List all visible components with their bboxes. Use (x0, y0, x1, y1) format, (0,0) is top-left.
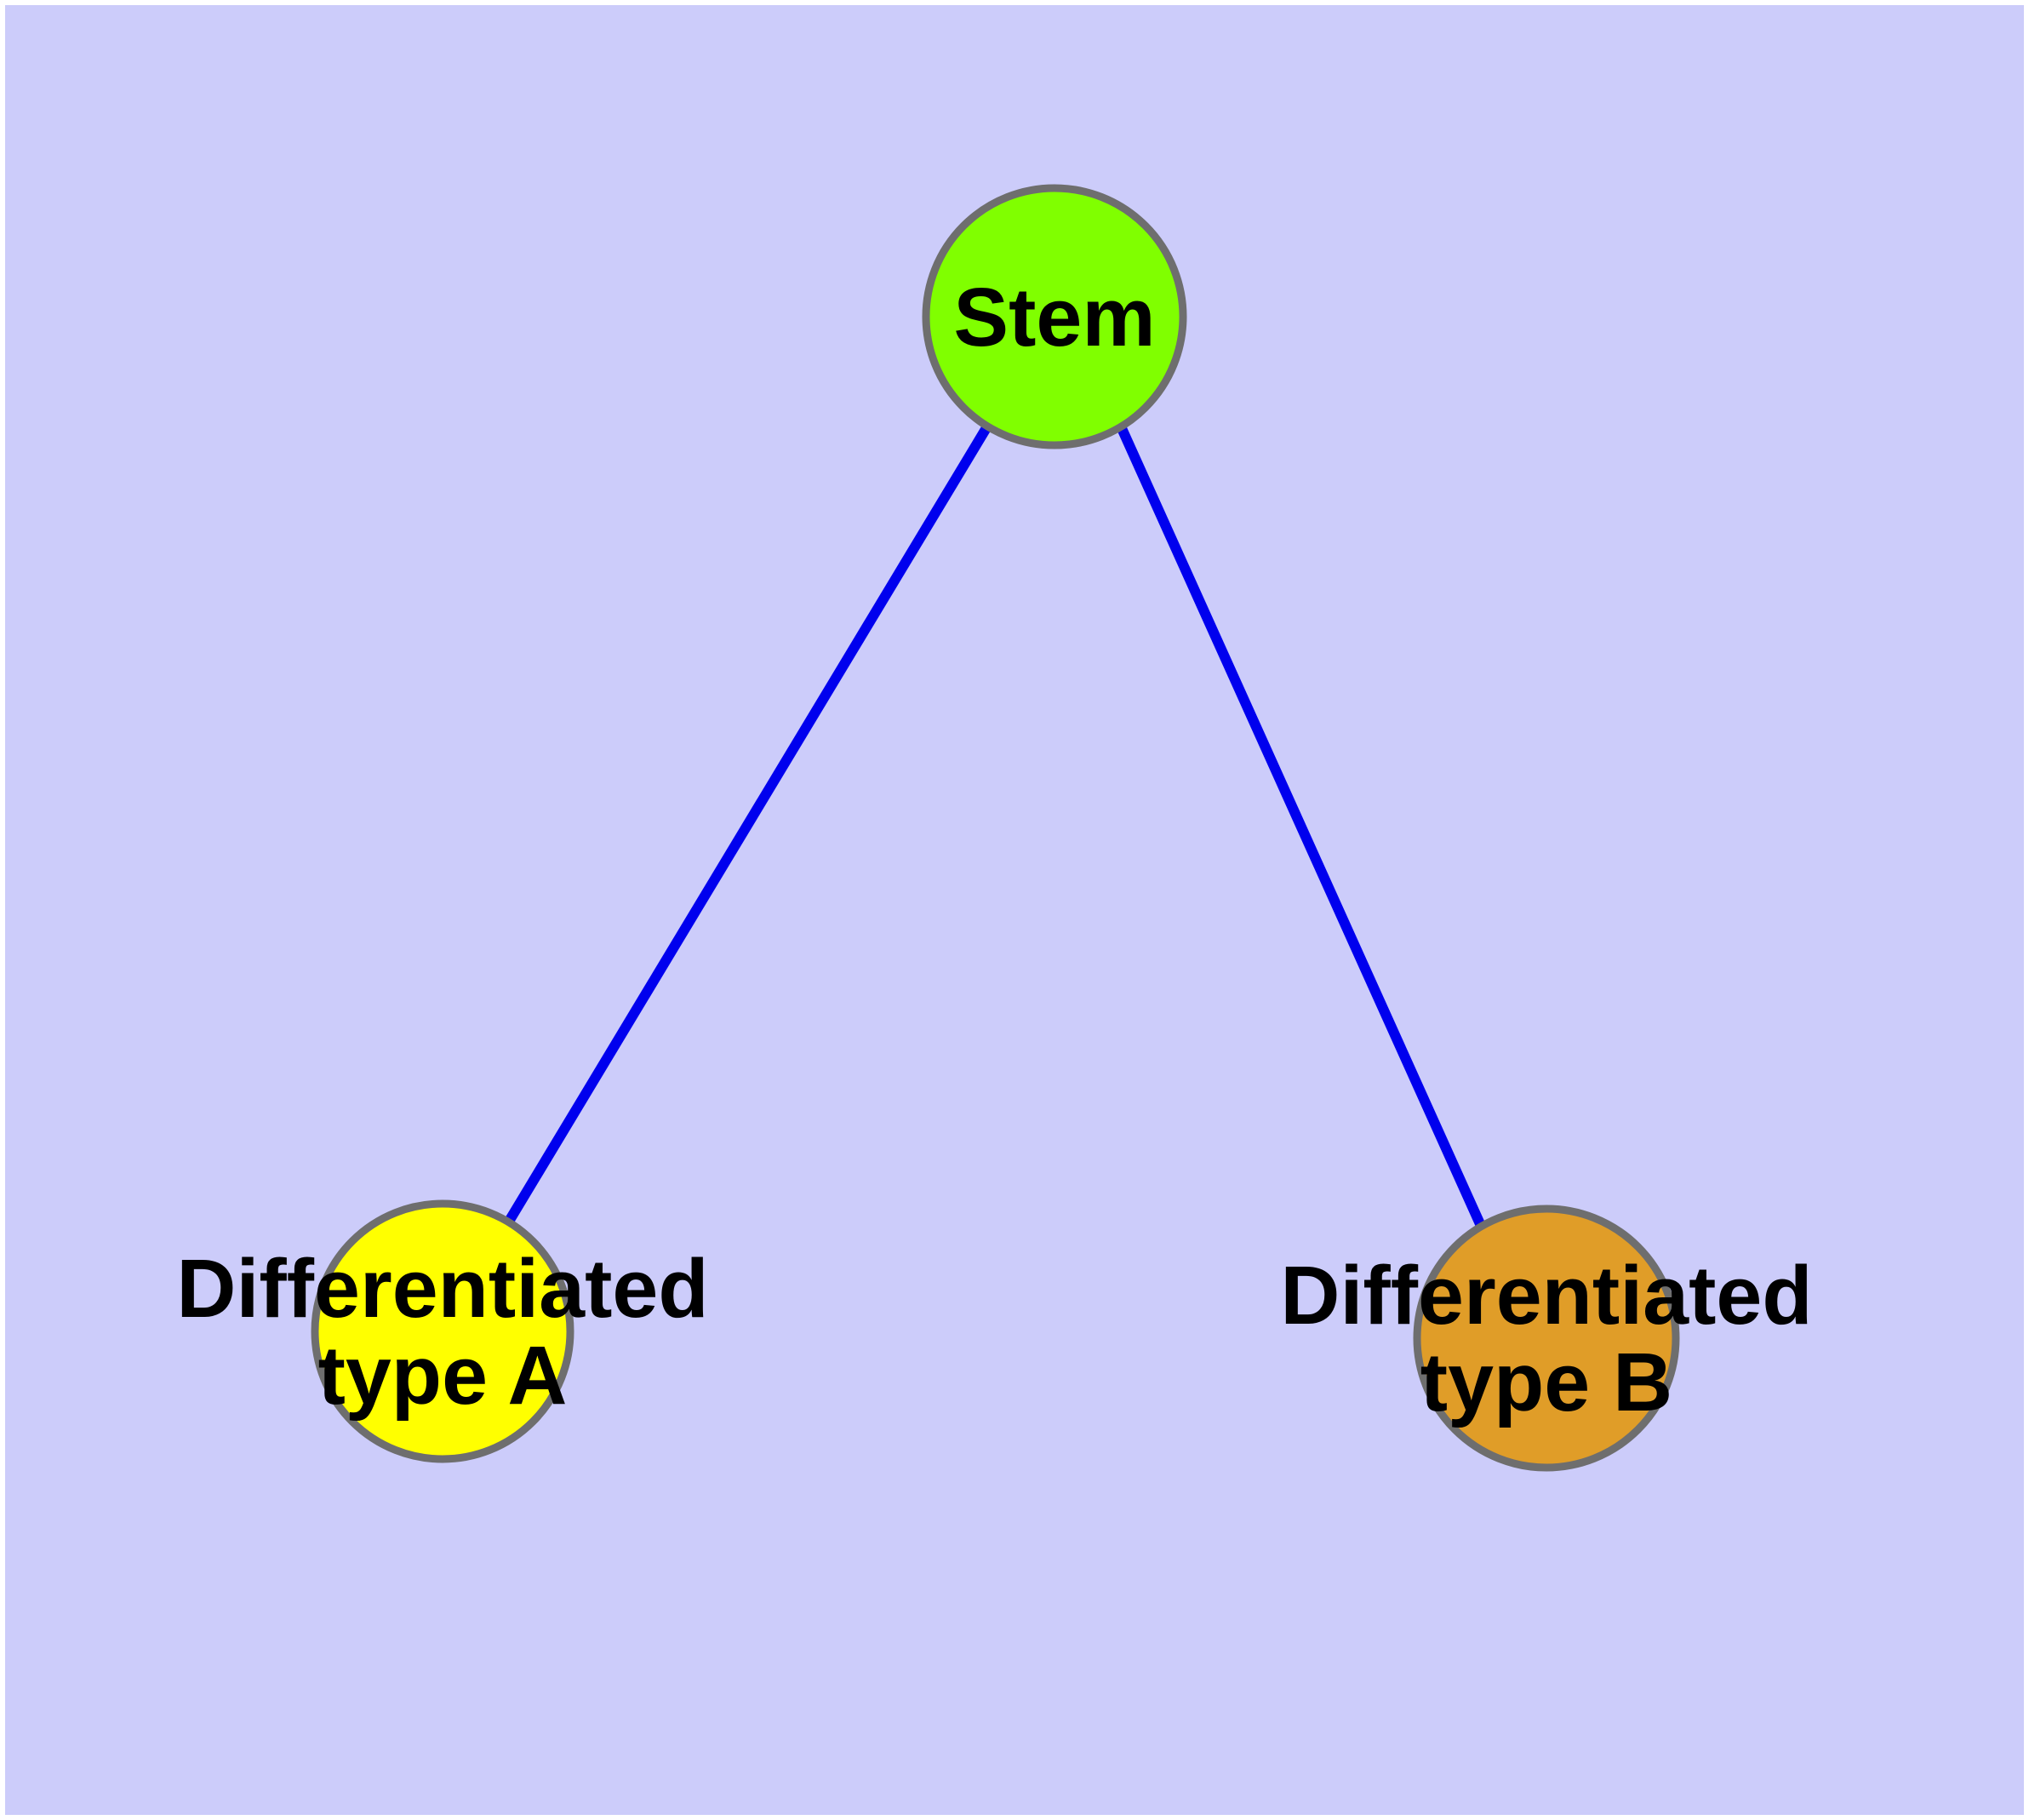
nodes-layer (311, 184, 1680, 1472)
node-differentiated-type-a-circle[interactable] (311, 1199, 574, 1463)
node-label-line: Differentiated (176, 1242, 708, 1335)
node-stem-label: Stem (953, 271, 1155, 363)
node-stem-circle[interactable] (922, 184, 1187, 449)
node-differentiated-type-b-circle[interactable] (1413, 1205, 1680, 1472)
edges-layer (505, 423, 1486, 1228)
edge-stem-to-differentiated-type-b[interactable] (1116, 424, 1486, 1228)
node-label-line: type A (318, 1329, 568, 1422)
node-label-line: Differentiated (1280, 1249, 1812, 1342)
edge-stem-to-differentiated-type-a[interactable] (505, 423, 992, 1223)
node-label-line: type B (1420, 1336, 1672, 1428)
node-label-line: Stem (953, 271, 1155, 363)
